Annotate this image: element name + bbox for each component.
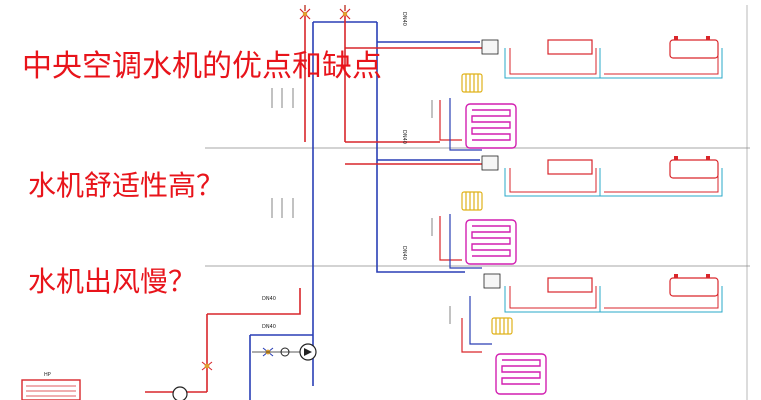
fan-coil-loop [504,48,723,313]
pipe-label: DN40 [401,246,407,260]
distributor-box [481,155,499,171]
return-branch [449,214,482,269]
supply-branch [439,100,462,141]
pump-icon [172,386,188,400]
valve-icon [339,5,351,20]
distributor-box [481,39,499,55]
supply-branch [461,318,482,353]
valve-icon [201,361,213,371]
return-branch [469,296,492,345]
pipe-label: DN40 [262,296,276,302]
valve-icon [299,5,311,20]
heat-pump-unit-icon [21,379,81,400]
supply-branch [439,216,462,261]
pipe-label: DN40 [401,12,407,26]
distributor-box [483,273,501,289]
page-title: 中央空调水机的优点和缺点 [22,49,382,84]
floor-heating-coil-icon [465,103,547,395]
pump-icon [299,343,317,361]
pipe-label: DN40 [401,130,407,144]
question-airflow: 水机出风慢？ [28,265,197,298]
heat-pump-label: HP [44,372,51,378]
manifold-icon [461,73,513,335]
return-branch [449,98,482,151]
pipe-label: DN40 [262,324,276,330]
fan-coil-unit-icon [547,39,719,297]
question-comfort: 水机舒适性高？ [28,169,225,202]
